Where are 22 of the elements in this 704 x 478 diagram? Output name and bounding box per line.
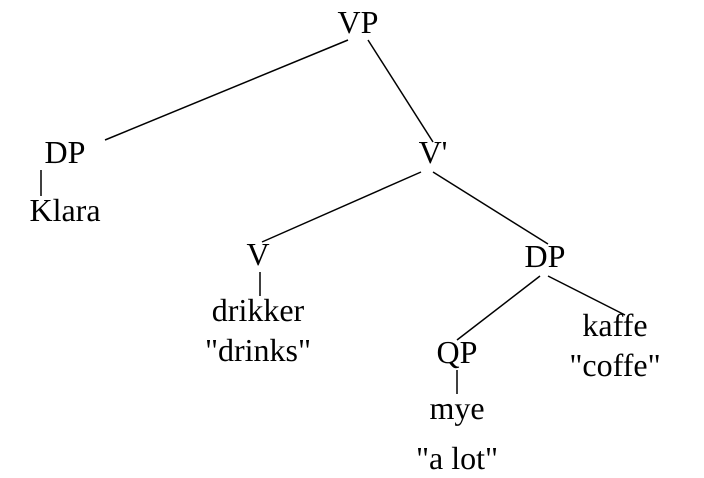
gloss-text: "drinks" (204, 334, 312, 366)
tree-label: VP (338, 6, 378, 38)
tree-label: DP (44, 136, 86, 168)
tree-branch (262, 171, 422, 243)
tree-label: drikker (210, 294, 306, 326)
tree-label: Klara (29, 194, 101, 226)
tree-label: V' (418, 136, 448, 168)
tree-branch (456, 370, 458, 394)
tree-branch (456, 275, 540, 341)
tree-label: kaffe (581, 309, 649, 341)
tree-label: DP (524, 240, 566, 272)
gloss-text: "coffe" (569, 349, 661, 381)
tree-branch (367, 40, 434, 142)
tree-branch (259, 272, 261, 296)
tree-branch (432, 171, 548, 245)
gloss-text: "a lot" (416, 442, 498, 474)
tree-label: V (246, 238, 270, 270)
tree-branch (104, 39, 348, 141)
tree-label: QP (436, 336, 478, 368)
tree-label: mye (428, 392, 486, 424)
tree-branch (548, 275, 626, 316)
tree-branch (40, 170, 42, 196)
